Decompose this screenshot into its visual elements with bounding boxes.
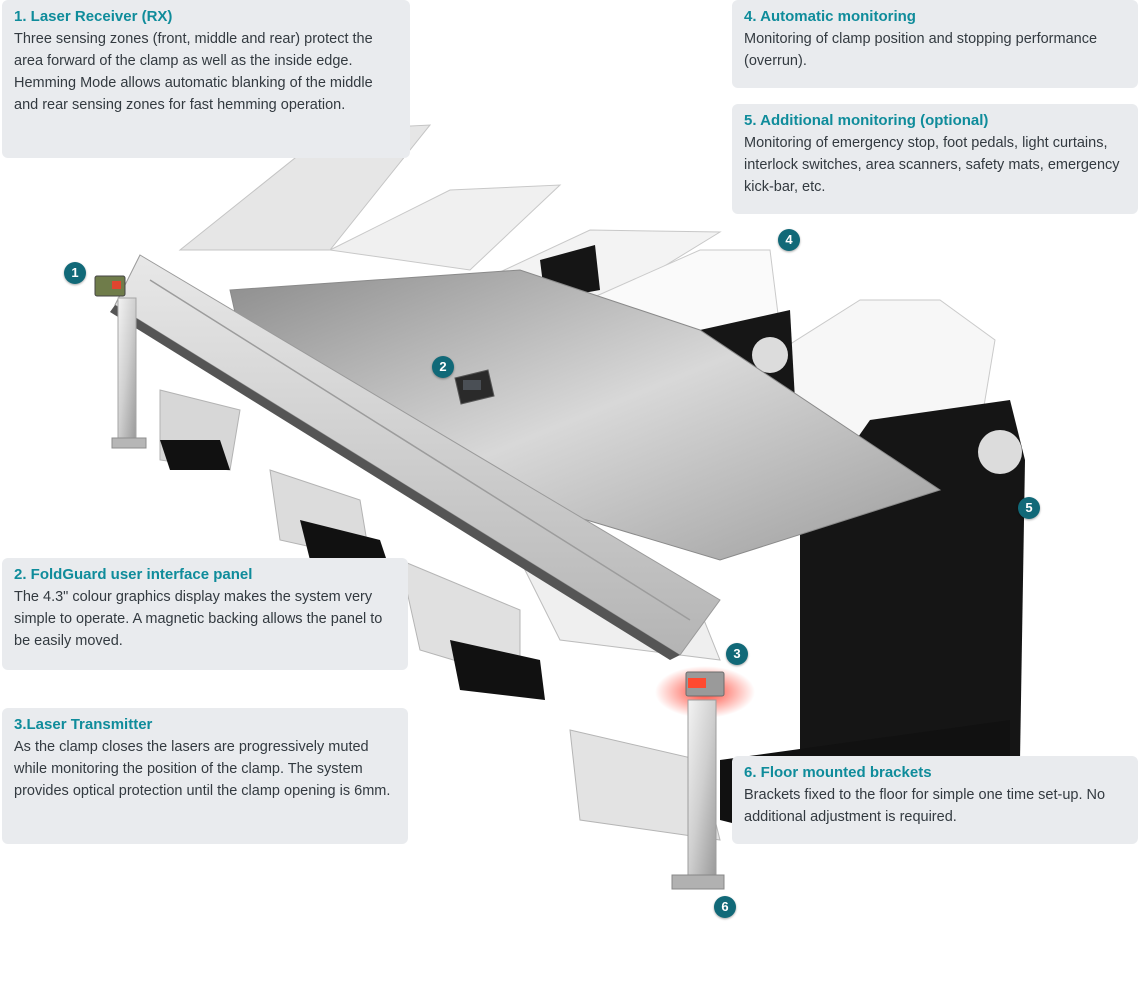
marker-5: 5 xyxy=(1018,497,1040,519)
callout-body: Monitoring of clamp position and stoppin… xyxy=(744,31,1098,69)
callout-title: 6. Floor mounted brackets xyxy=(744,764,932,781)
callout-body: Monitoring of emergency stop, foot pedal… xyxy=(744,135,1120,195)
callout-body: Three sensing zones (front, middle and r… xyxy=(14,31,373,113)
callout-body: Brackets fixed to the floor for simple o… xyxy=(744,787,1106,825)
callout-body: As the clamp closes the lasers are progr… xyxy=(14,739,391,799)
callout-title: 3.Laser Transmitter xyxy=(14,716,153,733)
callout-laser-transmitter: 3.Laser Transmitter As the clamp closes … xyxy=(2,708,408,844)
callout-title: 5. Additional monitoring (optional) xyxy=(744,112,989,129)
callout-additional-monitoring: 5. Additional monitoring (optional) Moni… xyxy=(732,104,1138,214)
callout-interface-panel: 2. FoldGuard user interface panel The 4.… xyxy=(2,558,408,670)
marker-2: 2 xyxy=(432,356,454,378)
marker-3: 3 xyxy=(726,643,748,665)
callout-title: 1. Laser Receiver (RX) xyxy=(14,8,173,25)
laser-receiver xyxy=(94,275,147,449)
callout-laser-receiver: 1. Laser Receiver (RX) Three sensing zon… xyxy=(2,0,410,158)
laser-transmitter xyxy=(655,666,755,890)
interface-panel xyxy=(454,369,495,405)
callout-title: 4. Automatic monitoring xyxy=(744,8,916,25)
callout-title: 2. FoldGuard user interface panel xyxy=(14,566,253,583)
callout-floor-brackets: 6. Floor mounted brackets Brackets fixed… xyxy=(732,756,1138,844)
marker-4: 4 xyxy=(778,229,800,251)
callout-automatic-monitoring: 4. Automatic monitoring Monitoring of cl… xyxy=(732,0,1138,88)
callout-body: The 4.3" colour graphics display makes t… xyxy=(14,589,383,649)
marker-1: 1 xyxy=(64,262,86,284)
marker-6: 6 xyxy=(714,896,736,918)
